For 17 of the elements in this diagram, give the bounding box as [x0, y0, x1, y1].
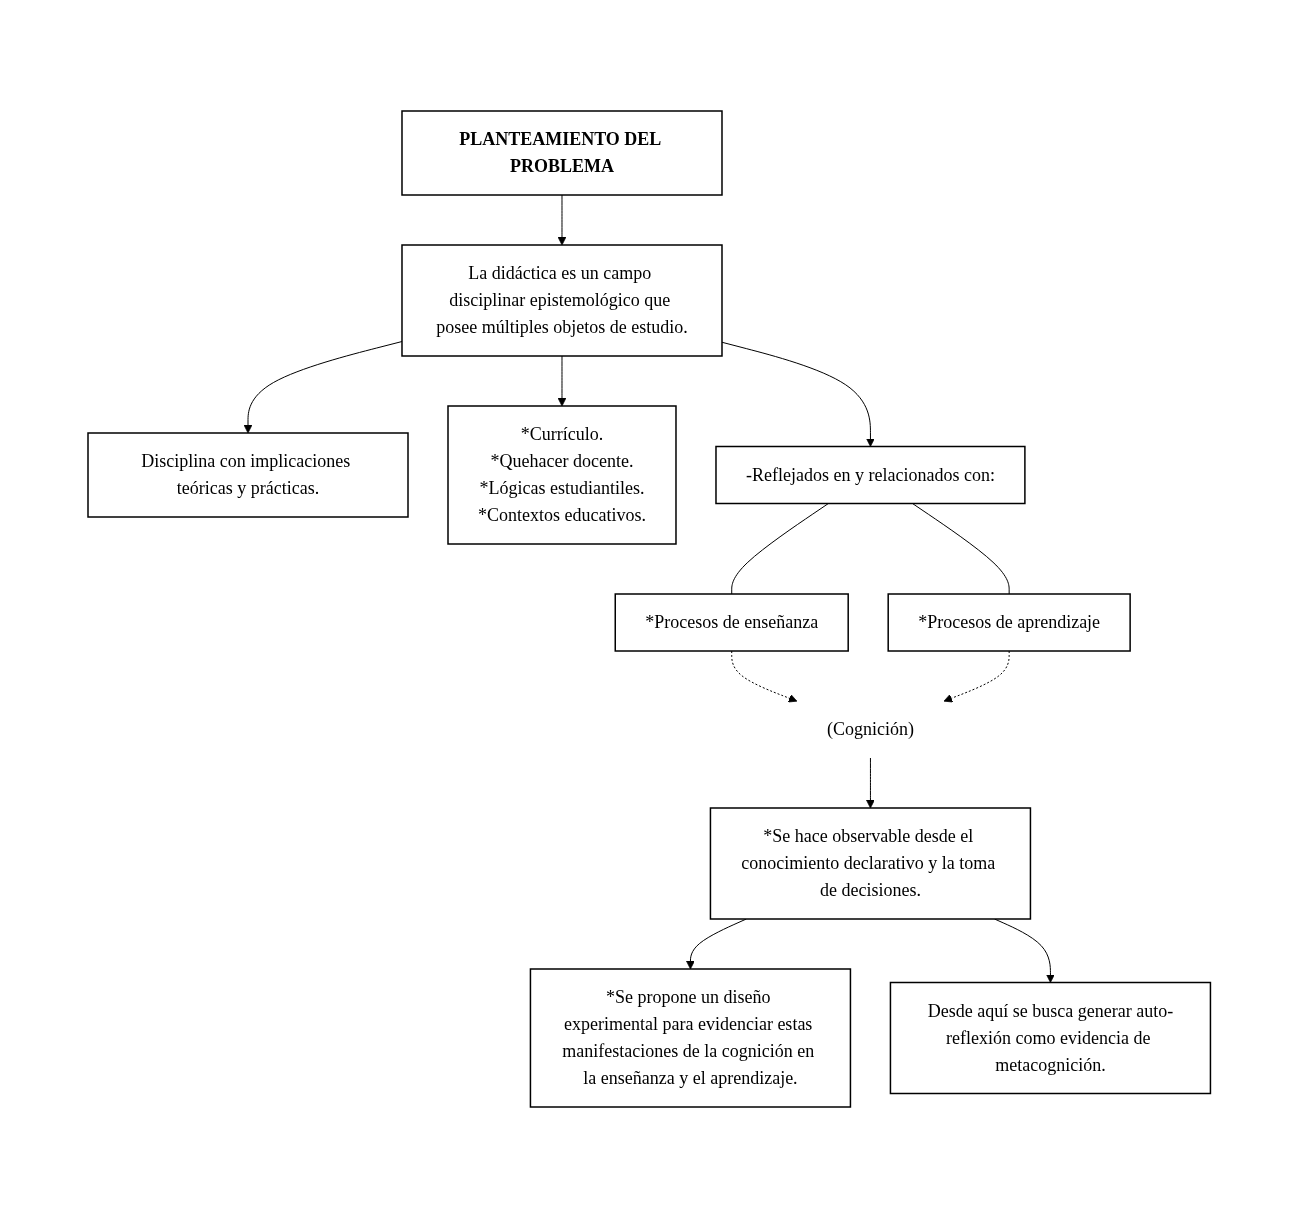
node-text: (Cognición) [827, 719, 915, 739]
arrow [866, 757, 876, 809]
node-box: Disciplina con implicaciones teóricas y prácticas. [87, 432, 410, 518]
connector [731, 503, 830, 595]
arrow [243, 341, 403, 434]
node-box: PLANTEAMIENTO DEL PROBLEMA [401, 110, 723, 196]
node-box: *Procesos de enseñanza [614, 593, 850, 652]
arrow [557, 194, 567, 246]
node-box: *Se hace observable desde el conocimiento declarativo y la toma de decisiones. [709, 807, 1032, 920]
arrow [557, 355, 567, 407]
node-box: *Currículo. *Quehacer docente. *Lógicas estudiantiles. *Contextos educativos. [447, 405, 677, 545]
node-box: -Reflejados en y relacionados con: [715, 445, 1026, 505]
node-box: *Procesos de aprendizaje [887, 593, 1132, 652]
node-box: La didáctica es un campo disciplinar epistemológico que posee múltiples objetos de estudio. [401, 244, 723, 357]
node-box: *Se propone un diseño experimental para evidenciar estas manifestaciones de la cognición en la enseñanza y el aprendizaje. [529, 968, 852, 1108]
node-box: Desde aquí se busca generar auto-reflexión como evidencia de metacognición. [889, 981, 1212, 1095]
connector [912, 503, 1010, 595]
